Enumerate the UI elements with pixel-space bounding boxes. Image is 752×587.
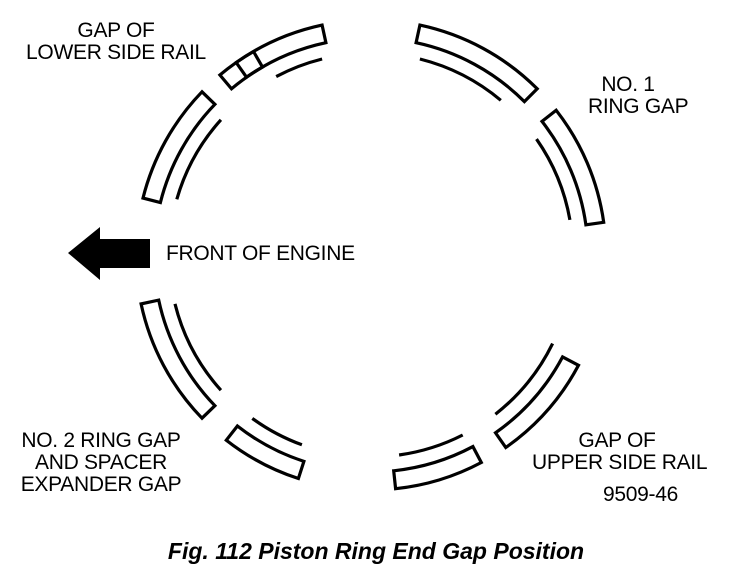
label-gap-lower-side-rail: GAP OF LOWER SIDE RAIL xyxy=(26,19,206,64)
figure-caption: Fig. 112 Piston Ring End Gap Position xyxy=(167,538,585,564)
ring-inner-line-6 xyxy=(173,303,223,392)
ring-inner-line-4 xyxy=(398,433,464,457)
ring-inner-line-3 xyxy=(494,342,555,416)
ring-inner-line-5 xyxy=(251,417,303,447)
ring-segment-upper-right xyxy=(414,23,540,104)
ring-segment-right-top xyxy=(539,108,606,227)
label-no2-ring-gap: NO. 2 RING GAP AND SPACER EXPANDER GAP xyxy=(20,429,182,496)
ring-segment-lower-left xyxy=(224,423,306,481)
label-front-of-engine: FRONT OF ENGINE xyxy=(166,242,355,265)
ring-segment-upper-left xyxy=(233,23,328,80)
ring-inner-line-7 xyxy=(175,118,223,200)
figure-code: 9509-46 xyxy=(603,483,678,506)
label-gap-upper-side-rail: GAP OF UPPER SIDE RAIL xyxy=(532,429,708,474)
ring-segment-left-bottom xyxy=(139,298,218,421)
ring-arcs xyxy=(139,23,606,491)
ring-segment-left-top xyxy=(141,89,218,205)
ring-segment-bottom xyxy=(391,444,484,491)
ring-inner-line-2 xyxy=(535,138,572,221)
ring-segment-top-left xyxy=(217,49,265,92)
front-arrow-icon xyxy=(68,227,150,280)
ring-inner-line-0 xyxy=(275,57,323,79)
ring-inner-line-1 xyxy=(419,57,502,102)
label-no1-ring-gap: NO. 1 RING GAP xyxy=(588,73,689,118)
ring-segment-right-bottom xyxy=(493,354,581,450)
